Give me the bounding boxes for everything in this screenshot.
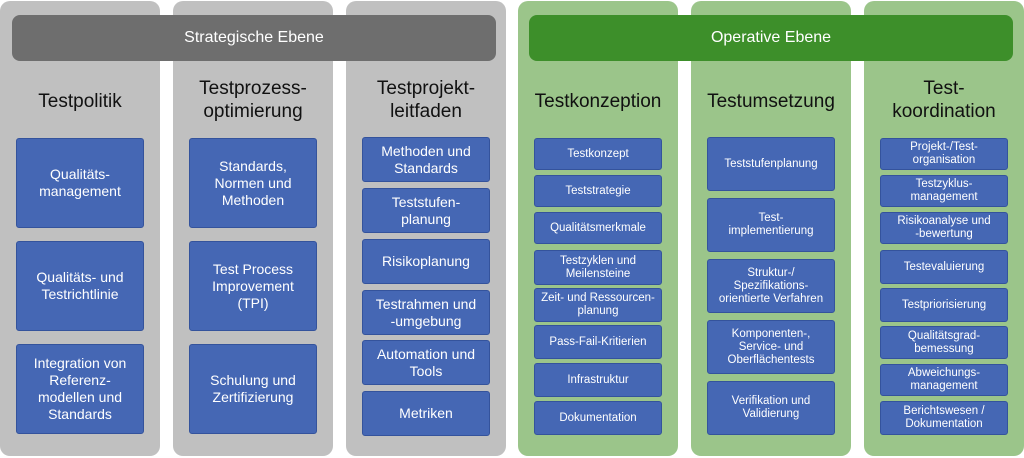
box-testevaluierung: Testevaluierung (880, 250, 1008, 284)
box-komponenten-service-oberflaechentests: Komponenten-, Service- und Oberflächente… (707, 320, 835, 374)
box-testimplementierung: Test- implementierung (707, 198, 835, 252)
box-zeit-ressourcenplanung: Zeit- und Ressourcen- planung (534, 288, 662, 322)
box-automation-tools: Automation und Tools (362, 340, 490, 385)
box-teststufenplanung-op: Teststufenplanung (707, 137, 835, 191)
column-title: Testumsetzung (707, 91, 835, 112)
box-berichtswesen-dokumentation: Berichtswesen / Dokumentation (880, 401, 1008, 435)
column-title: Testprozess- optimierung (199, 78, 307, 122)
box-dokumentation: Dokumentation (534, 401, 662, 435)
box-teststufenplanung: Teststufen- planung (362, 188, 490, 233)
box-qualitaetsmanagement: Qualitäts- management (16, 138, 144, 228)
column-title: Testprojekt- leitfaden (376, 78, 476, 122)
column-title: Testkonzeption (534, 91, 662, 112)
strategic-level-banner: Strategische Ebene (12, 15, 496, 61)
box-test-process-improvement: Test Process Improvement (TPI) (189, 241, 317, 331)
box-testzyklen-meilensteine: Testzyklen und Meilensteine (534, 250, 662, 285)
box-testrahmen-umgebung: Testrahmen und -umgebung (362, 290, 490, 335)
box-schulung-zertifizierung: Schulung und Zertifizierung (189, 344, 317, 434)
box-qualitaetsmerkmale: Qualitätsmerkmale (534, 212, 662, 244)
box-pass-fail-kriterien: Pass-Fail-Kritierien (534, 325, 662, 359)
box-integration-referenzmodelle: Integration von Referenz- modellen und S… (16, 344, 144, 434)
column-title: Testpolitik (38, 91, 122, 112)
column-title: Test- koordination (892, 78, 996, 122)
box-projekt-testorganisation: Projekt-/Test- organisation (880, 138, 1008, 170)
operative-level-banner: Operative Ebene (529, 15, 1013, 61)
box-infrastruktur: Infrastruktur (534, 363, 662, 397)
box-qualitaetsgradbemessung: Qualitätsgrad- bemessung (880, 326, 1008, 359)
box-methoden-standards: Methoden und Standards (362, 137, 490, 182)
box-testpriorisierung: Testpriorisierung (880, 288, 1008, 322)
box-struktur-spezifikationsverfahren: Struktur-/ Spezifikations- orientierte V… (707, 259, 835, 313)
box-teststrategie: Teststrategie (534, 175, 662, 207)
box-testkonzept: Testkonzept (534, 138, 662, 170)
box-verifikation-validierung: Verifikation und Validierung (707, 381, 835, 435)
box-risikoanalyse-bewertung: Risikoanalyse und -bewertung (880, 212, 1008, 244)
box-metriken: Metriken (362, 391, 490, 436)
box-qualitaets-und-testrichtlinie: Qualitäts- und Testrichtlinie (16, 241, 144, 331)
box-risikoplanung: Risikoplanung (362, 239, 490, 284)
box-standards-normen-methoden: Standards, Normen und Methoden (189, 138, 317, 228)
box-testzyklusmanagement: Testzyklus- management (880, 175, 1008, 207)
box-abweichungsmanagement: Abweichungs- management (880, 364, 1008, 396)
